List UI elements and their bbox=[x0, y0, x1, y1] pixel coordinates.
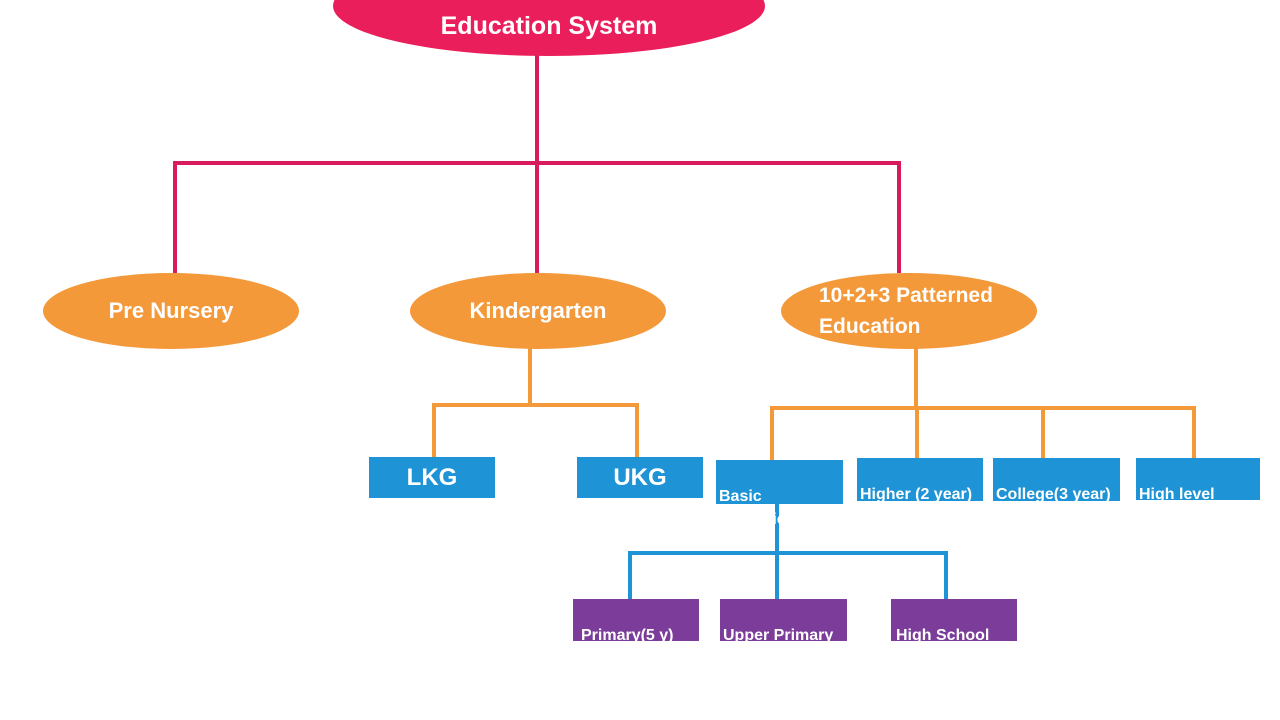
primary-education-box: Primary(5 y) Education bbox=[573, 599, 699, 667]
root-connectors bbox=[173, 55, 901, 273]
basic-connectors bbox=[628, 503, 948, 600]
kindergarten-label: Kindergarten bbox=[469, 298, 607, 323]
root-label: Education System bbox=[440, 11, 658, 40]
basic-education-box: Basic Education(10) bbox=[716, 460, 843, 528]
high-school-box: High School 2 Years bbox=[891, 599, 1017, 667]
kindergarten-node: Kindergarten bbox=[410, 273, 666, 349]
basic-education-label: Basic Education(10) bbox=[719, 488, 825, 528]
patterned-connectors bbox=[770, 348, 1196, 461]
patterned-education-label: 10+2+3 Patterned Education bbox=[819, 284, 993, 338]
high-level-education-label: High level Education bbox=[1139, 486, 1217, 526]
ukg-label: UKG bbox=[613, 463, 667, 491]
pre-nursery-node: Pre Nursery bbox=[43, 273, 299, 349]
higher-secondary-label: Higher (2 year) Secondary bbox=[860, 486, 973, 526]
primary-education-label: Primary(5 y) Education bbox=[581, 627, 674, 667]
kindergarten-connectors bbox=[432, 348, 639, 458]
college-education-label: College(3 year) Education bbox=[996, 486, 1111, 526]
lkg-box: LKG bbox=[369, 457, 495, 498]
ukg-box: UKG bbox=[577, 457, 703, 498]
higher-secondary-box: Higher (2 year) Secondary bbox=[857, 458, 983, 526]
high-level-education-box: High level Education bbox=[1136, 458, 1260, 526]
upper-primary-education-box: Upper Primary Education(3 y) bbox=[720, 599, 847, 667]
high-school-label: High School 2 Years bbox=[896, 627, 990, 667]
college-education-box: College(3 year) Education bbox=[993, 458, 1120, 526]
upper-primary-education-label: Upper Primary Education(3 y) bbox=[723, 627, 834, 667]
pre-nursery-label: Pre Nursery bbox=[108, 298, 234, 323]
patterned-education-node: 10+2+3 Patterned Education bbox=[781, 273, 1037, 349]
lkg-label: LKG bbox=[406, 463, 458, 491]
